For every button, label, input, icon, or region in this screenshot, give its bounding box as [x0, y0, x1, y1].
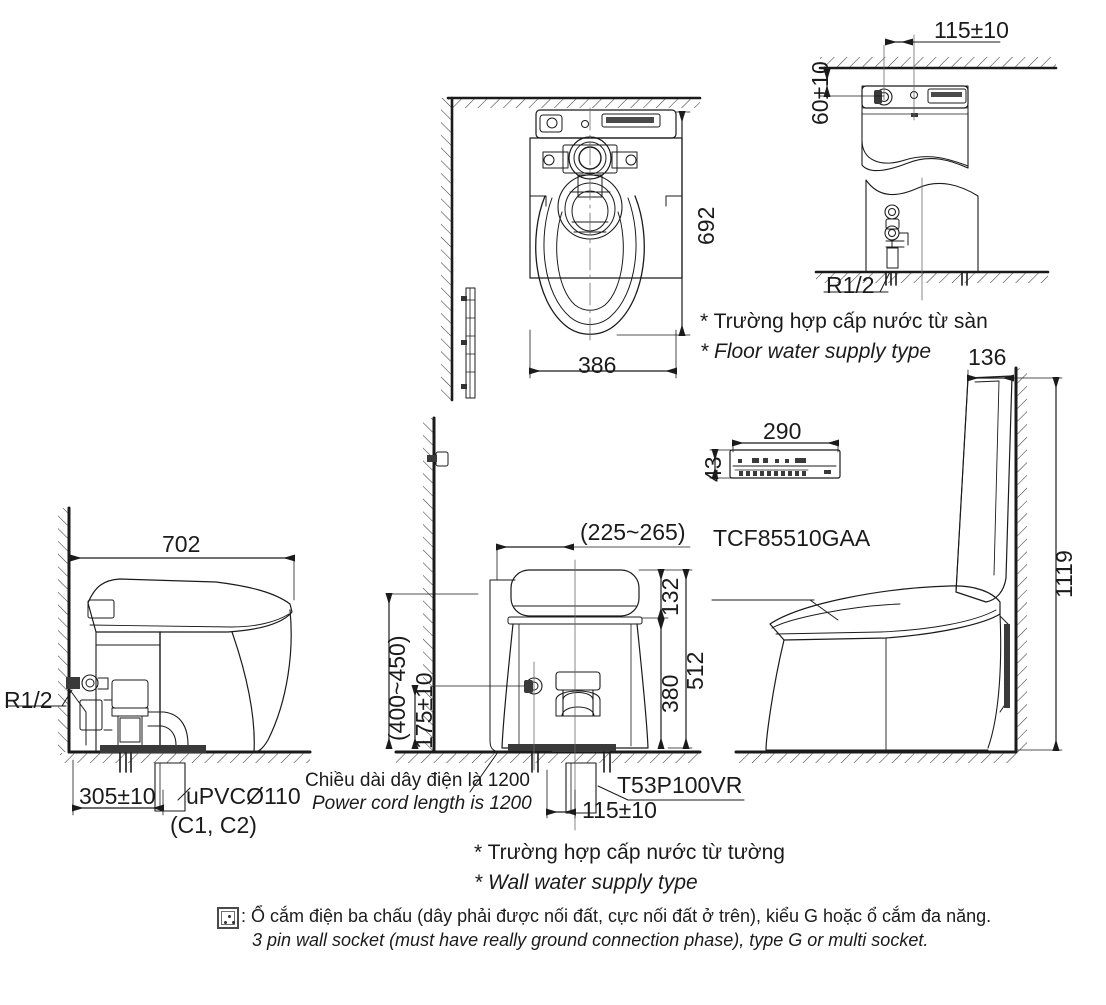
socket-icon: [217, 907, 239, 929]
side-left-offset-label: 305±10: [79, 783, 156, 809]
footnote-line-vi: : Ổ cắm điện ba chấu (dây phải được nối …: [241, 906, 992, 926]
floor-supply-note-en: * Floor water supply type: [700, 340, 932, 363]
front-supply-height-label: 175±10: [411, 672, 437, 749]
front-seat-height-label: 380: [657, 674, 683, 713]
floor-supply-vertical-label: 60±10: [807, 61, 833, 125]
floor-supply-horizontal-label: 115±10: [934, 17, 1009, 43]
wall-supply-note-vi: * Trường hợp cấp nước từ tường: [474, 841, 785, 864]
side-left-length-label: 702: [162, 531, 201, 557]
lid-offset-label: 136: [968, 344, 1007, 370]
front-lid-height-label: 132: [657, 577, 683, 616]
wall-supply-note-en: * Wall water supply type: [474, 871, 698, 894]
front-top-span-label: (225~265): [580, 519, 686, 545]
front-socket-height-label: (400~450): [384, 635, 410, 742]
front-total-height-label: 512: [682, 651, 708, 690]
pipe-label-line1: uPVCØ110: [186, 783, 301, 809]
cord-note-vi: Chiều dài dây điện là 1200: [305, 770, 531, 791]
side-left-thread-label: R1/2: [4, 687, 53, 713]
remote-width-label: 290: [763, 418, 802, 444]
model-label: TCF85510GAA: [713, 525, 871, 551]
floor-supply-note-vi: * Trường hợp cấp nước từ sàn: [700, 310, 988, 333]
pipe-label-line2: (C1, C2): [170, 812, 257, 838]
socket-icon-inner: [221, 911, 235, 925]
floor-supply-thread-label: R1/2: [826, 272, 875, 298]
cord-note-en: Power cord length is 1200: [312, 793, 532, 814]
remote-height-label: 43: [700, 456, 726, 482]
plan-width-label: 386: [578, 352, 617, 378]
front-drain-offset-label: 115±10: [582, 797, 657, 823]
open-height-label: 1119: [1051, 550, 1077, 598]
plan-depth-label: 692: [693, 206, 719, 245]
trap-model-label: T53P100VR: [617, 772, 743, 798]
footnote-line-en: 3 pin wall socket (must have really grou…: [252, 930, 929, 950]
